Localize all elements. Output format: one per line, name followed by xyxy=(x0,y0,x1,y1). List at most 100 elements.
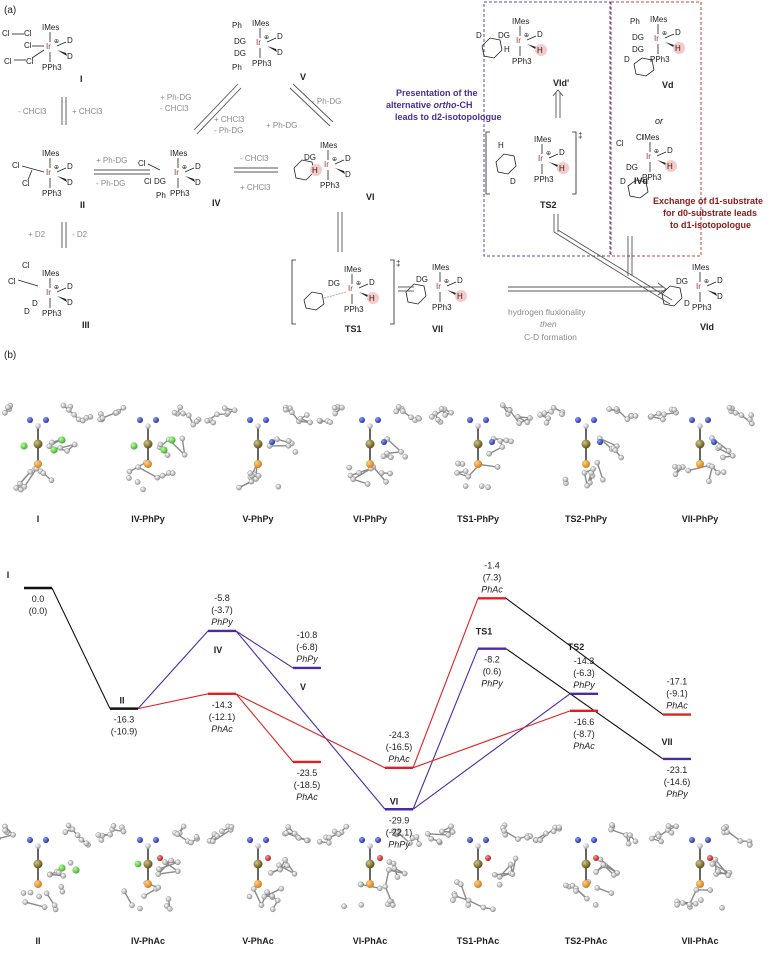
cation-charge: ⊕ xyxy=(524,33,529,39)
red-box-text-1: Exchange of d1-substrate xyxy=(653,196,763,206)
directing-group: DG xyxy=(416,275,428,284)
eq-arrow-V-VI xyxy=(289,83,334,127)
cation-charge: ⊕ xyxy=(54,285,59,291)
iridium-atom: Ir xyxy=(348,284,353,293)
energy-value: (-9.1) xyxy=(666,689,688,699)
chlorine-label: Cl xyxy=(8,277,16,286)
label-Vd: Vd xyxy=(662,80,674,90)
ball-and-stick-model xyxy=(532,822,639,908)
structure-label-V-PhAc: V-PhAc xyxy=(242,936,274,946)
directing-group: DG xyxy=(304,153,316,162)
pph3-label: PPh3 xyxy=(252,59,272,68)
energy-value: -14.3 xyxy=(574,656,595,666)
iridium-atom: Ir xyxy=(538,154,543,163)
energy-value: -1.4 xyxy=(484,560,500,570)
phenyl-label: Ph xyxy=(232,21,242,30)
series-tag: PhAc xyxy=(388,754,410,764)
red-dashed-box xyxy=(610,1,702,257)
iridium-atom: Ir xyxy=(516,36,521,45)
cond-then: then xyxy=(540,319,557,329)
imes-label: IMes xyxy=(252,19,269,28)
cation-charge: ⊕ xyxy=(662,31,667,37)
pph3-label: PPh3 xyxy=(512,57,532,66)
connector-VI_PhAc-TS1_PhAc xyxy=(412,598,479,769)
connector-VI_PhAc-TS2_PhAc xyxy=(412,710,571,769)
ball-and-stick-model xyxy=(97,404,202,493)
arrow-VIdp-TS2 xyxy=(552,89,564,118)
chlorine-label: Cl xyxy=(4,57,12,66)
iridium-atom: Ir xyxy=(696,282,701,291)
eq-arrow-IV-V xyxy=(193,83,242,135)
cond-minus-d2: - D2 xyxy=(72,230,88,239)
level-label-TS1_PhPy: TS1 xyxy=(476,627,493,637)
connector-VI_PhPy-TS2_PhPy xyxy=(412,693,571,810)
cation-charge: ⊕ xyxy=(264,35,269,41)
pph3-label: PPh3 xyxy=(650,55,670,64)
ball-and-stick-model xyxy=(425,822,534,913)
cond-minus-chcl3-3: - CHCl3 xyxy=(240,154,269,163)
series-tag: PhAc xyxy=(666,701,688,711)
structure-label-TS1-PhAc: TS1-PhAc xyxy=(457,936,500,946)
iridium-atom: Ir xyxy=(654,34,659,43)
energy-value: -16.6 xyxy=(574,717,595,727)
label-IVd: IVd xyxy=(634,176,648,186)
ligand-right-upper: D xyxy=(675,28,681,37)
series-tag: PhPy xyxy=(296,654,318,664)
pph3-label: PPh3 xyxy=(432,303,452,312)
connector-TS1_PhPy-VII_PhPy xyxy=(505,648,664,760)
cond-plus-phdg-3: + Ph-DG xyxy=(266,121,297,130)
chlorine-label: Cl xyxy=(12,161,20,170)
ball-and-stick-model xyxy=(316,403,422,487)
ts-dagger: ‡ xyxy=(578,131,582,140)
ligand-right-lower: D xyxy=(67,52,73,61)
chlorine-label: Cl xyxy=(144,177,152,186)
energy-value: -10.8 xyxy=(297,630,318,640)
structure-label-TS2-PhPy: TS2-PhPy xyxy=(565,514,607,524)
cond-minus-chcl3-2: - CHCl3 xyxy=(160,104,189,113)
structure-label-VI-PhPy: VI-PhPy xyxy=(353,514,387,524)
cond-minus-phdg-3: - Ph-DG xyxy=(312,97,341,106)
phenyl-label: Ph xyxy=(232,63,242,72)
energy-value: (-12.1) xyxy=(209,712,236,722)
cond-minus-phdg-1: - Ph-DG xyxy=(96,179,125,188)
red-box-text-3: to d1-isotopologue xyxy=(670,220,751,230)
iridium-atom: Ir xyxy=(436,282,441,291)
cond-plus-phdg-1: + Ph-DG xyxy=(96,156,127,165)
deuterium-label: D xyxy=(24,307,30,316)
imes-label: IMes xyxy=(344,265,361,274)
chlorine-label: Cl xyxy=(24,29,32,38)
arrow-TS2-VId xyxy=(553,214,673,305)
blue-box-text-1: Presentation of the xyxy=(396,88,478,98)
level-label-TS2_PhPy: TS2 xyxy=(568,642,585,652)
pph3-label: PPh3 xyxy=(692,303,712,312)
label-IV: IV xyxy=(212,198,221,208)
chlorine-label: Cl xyxy=(616,139,624,148)
arrow-VII-VId xyxy=(508,282,667,296)
hydrogen-label: H xyxy=(504,45,510,54)
structure-label-VII-PhAc: VII-PhAc xyxy=(681,936,718,946)
deuterium-label: D xyxy=(32,299,38,308)
chlorine-label: Cl xyxy=(22,261,30,270)
deuterium-label: D xyxy=(620,177,626,186)
energy-value: -16.3 xyxy=(114,715,135,725)
imes-label: IMes xyxy=(534,135,551,144)
energy-value: -5.8 xyxy=(214,593,230,603)
level-label-II: II xyxy=(119,696,124,706)
energy-value: 0.0 xyxy=(32,594,45,604)
connector-IV_PhAc-V_PhAc xyxy=(235,693,294,763)
ligand-right-upper: D xyxy=(67,36,73,45)
directing-group: DG xyxy=(328,279,340,288)
ball-and-stick-model xyxy=(537,404,639,489)
energy-value: -17.1 xyxy=(667,677,688,687)
imes-label: IMes xyxy=(650,15,667,24)
eq-arrow-II-III xyxy=(61,222,67,248)
directing-group: DG xyxy=(234,37,246,46)
ligand-right-upper: D xyxy=(345,154,351,163)
ligand-right-lower: H xyxy=(537,46,543,55)
